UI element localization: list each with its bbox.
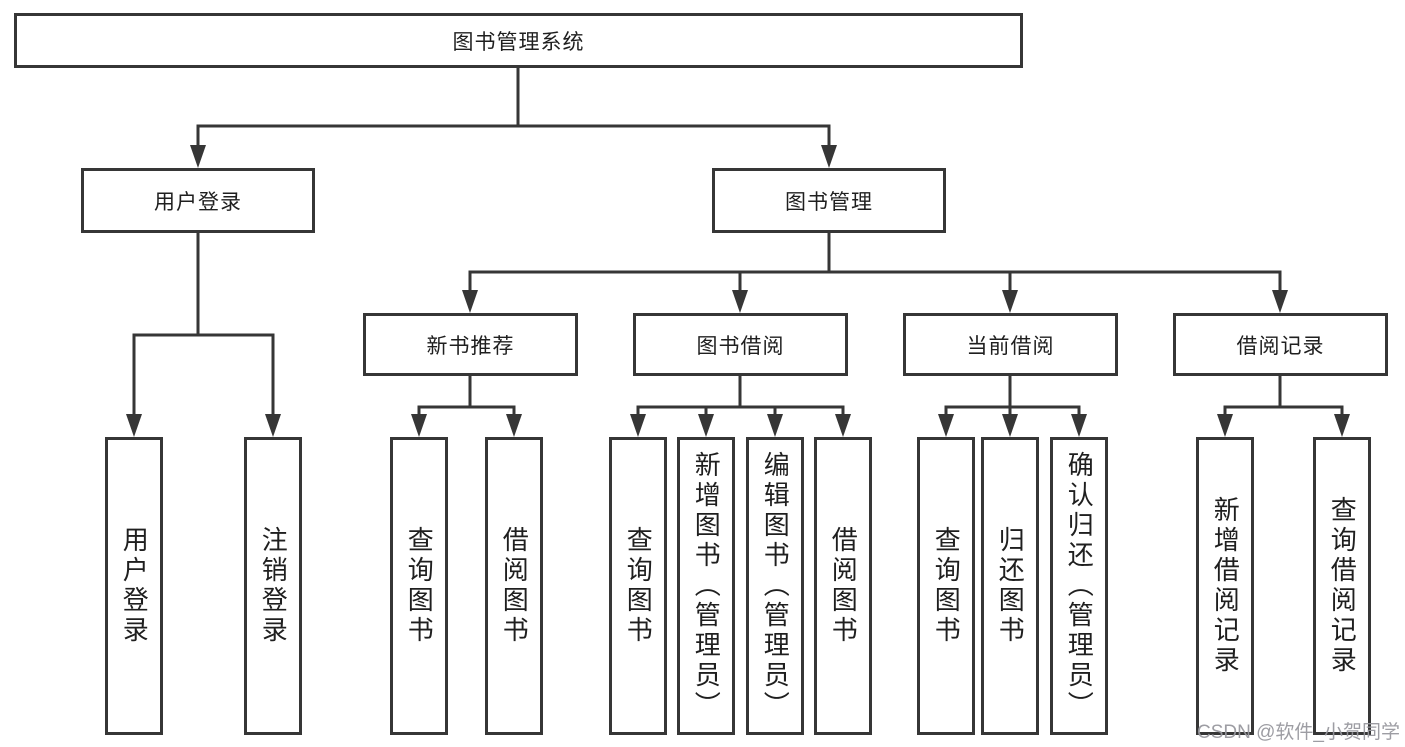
leaf-user-login: 用户登录 xyxy=(105,437,163,735)
leaf-borrow-books: 借阅图书 xyxy=(814,437,872,735)
node-current-borrowing: 当前借阅 xyxy=(903,313,1118,376)
leaf-borrow-books-label: 借阅图书 xyxy=(828,526,859,646)
node-book-borrowing: 图书借阅 xyxy=(633,313,848,376)
leaf-edit-books-admin: 编辑图书（管理员） xyxy=(746,437,804,735)
leaf-return-books-label: 归还图书 xyxy=(995,526,1026,646)
leaf-query-books: 查询图书 xyxy=(390,437,448,735)
leaf-query-borrow-record: 查询借阅记录 xyxy=(1313,437,1371,735)
node-book-borrowing-label: 图书借阅 xyxy=(696,334,785,358)
node-library-management-system-label: 图书管理系统 xyxy=(452,30,585,54)
connector-borrowing-records-to-leaves xyxy=(1217,374,1350,437)
node-library-management-system: 图书管理系统 xyxy=(14,13,1023,68)
leaf-query-books: 查询图书 xyxy=(609,437,667,735)
node-book-management-label: 图书管理 xyxy=(785,190,873,214)
connector-new-book-recommendation-to-leaves xyxy=(411,374,522,437)
leaf-confirm-return-admin: 确认归还（管理员） xyxy=(1050,437,1108,735)
leaf-logout-login-label: 注销登录 xyxy=(258,526,289,646)
leaf-borrow-books: 借阅图书 xyxy=(485,437,543,735)
node-borrowing-records-label: 借阅记录 xyxy=(1236,334,1325,358)
leaf-add-borrow-record-label: 新增借阅记录 xyxy=(1210,496,1241,676)
node-borrowing-records: 借阅记录 xyxy=(1173,313,1388,376)
leaf-edit-books-admin-label: 编辑图书（管理员） xyxy=(760,451,791,721)
leaf-query-books: 查询图书 xyxy=(917,437,975,735)
connector-current-borrowing-to-leaves xyxy=(938,374,1087,437)
node-user-login-label: 用户登录 xyxy=(154,190,242,214)
leaf-query-books-label: 查询图书 xyxy=(404,526,435,646)
connector-user-login-to-leaves xyxy=(126,231,281,437)
node-new-book-recommendation: 新书推荐 xyxy=(363,313,578,376)
connector-book-borrowing-to-leaves xyxy=(630,374,851,437)
leaf-add-borrow-record: 新增借阅记录 xyxy=(1196,437,1254,735)
connector-book-management-to-level3 xyxy=(462,231,1288,313)
leaf-query-books-label: 查询图书 xyxy=(931,526,962,646)
node-book-management: 图书管理 xyxy=(712,168,946,233)
leaf-return-books: 归还图书 xyxy=(981,437,1039,735)
leaf-query-borrow-record-label: 查询借阅记录 xyxy=(1327,496,1358,676)
node-current-borrowing-label: 当前借阅 xyxy=(966,334,1055,358)
node-new-book-recommendation-label: 新书推荐 xyxy=(426,334,515,358)
leaf-query-books-label: 查询图书 xyxy=(623,526,654,646)
leaf-user-login-label: 用户登录 xyxy=(119,526,150,646)
node-user-login: 用户登录 xyxy=(81,168,315,233)
leaf-add-books-admin: 新增图书（管理员） xyxy=(677,437,735,735)
leaf-borrow-books-label: 借阅图书 xyxy=(499,526,530,646)
leaf-logout-login: 注销登录 xyxy=(244,437,302,735)
leaf-confirm-return-admin-label: 确认归还（管理员） xyxy=(1064,451,1095,721)
leaf-add-books-admin-label: 新增图书（管理员） xyxy=(691,451,722,721)
watermark: CSDN @软件_小贺同学 xyxy=(1197,722,1400,743)
connector-root-to-level2 xyxy=(190,66,837,168)
